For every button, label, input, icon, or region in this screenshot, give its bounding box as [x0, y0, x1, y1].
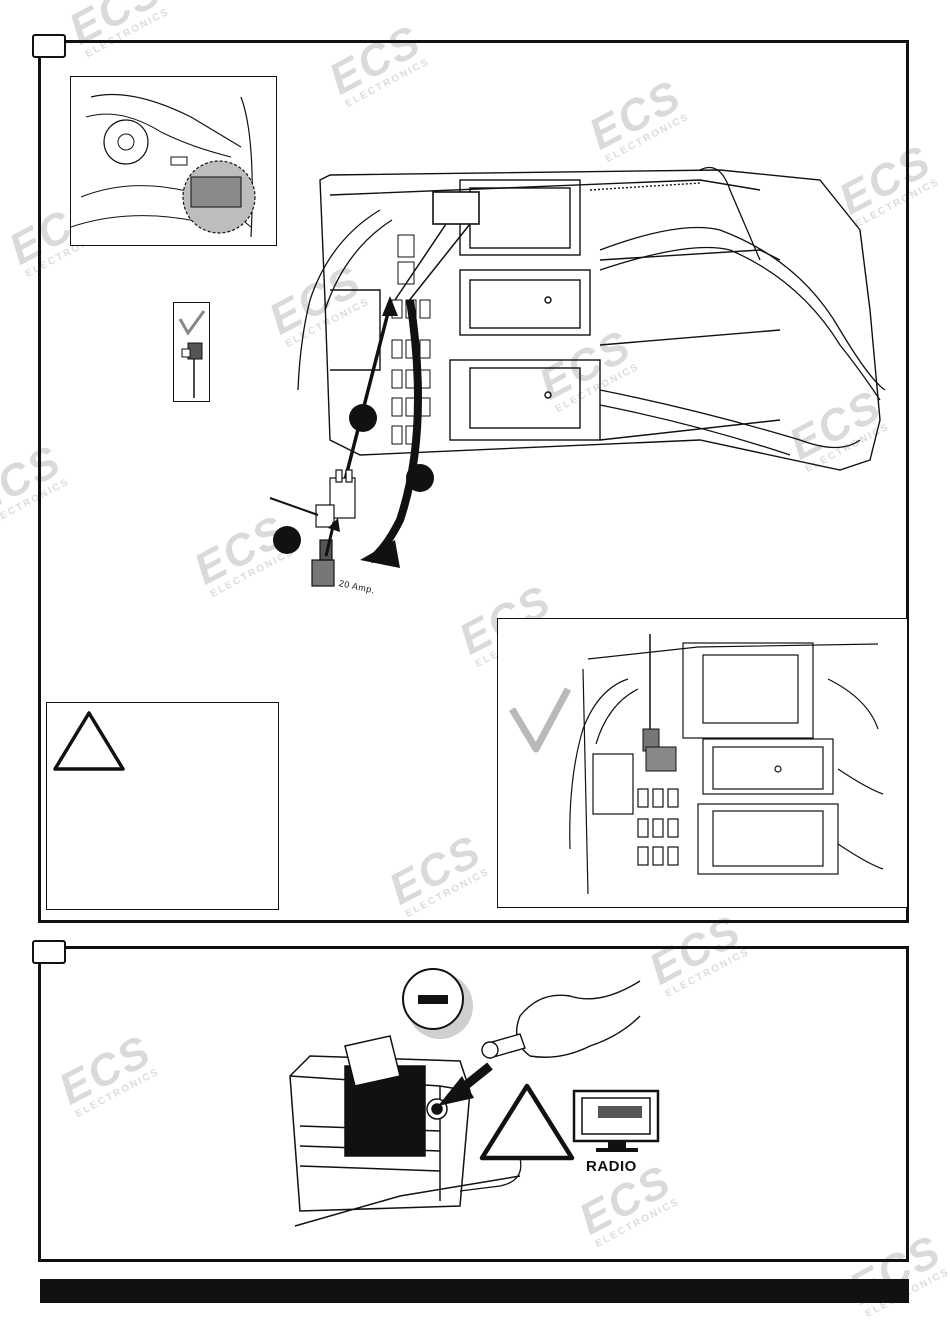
- battery-negative-icon: [418, 995, 448, 1004]
- check-icon: [508, 687, 572, 753]
- fuse-box-illustration: [269, 166, 886, 587]
- check-icon: [178, 310, 206, 336]
- warning-note-box: [46, 702, 279, 910]
- step-panel-fuse: [38, 40, 909, 923]
- step-number-tab: [32, 940, 66, 964]
- step-number-tab: [32, 34, 66, 58]
- radio-label: RADIO: [586, 1158, 637, 1175]
- warning-triangle-icon: [53, 711, 125, 771]
- car-interior-illustration: [70, 93, 256, 238]
- footer-bar: [40, 1279, 909, 1303]
- step-panel-battery: [38, 946, 909, 1262]
- fuse-tap-check-inset: [173, 302, 210, 402]
- correct-installation-inset: [497, 618, 908, 908]
- interior-location-inset: [70, 76, 277, 246]
- battery-disconnect-illustration: [289, 968, 660, 1227]
- warning-triangle-icon: [479, 1083, 575, 1161]
